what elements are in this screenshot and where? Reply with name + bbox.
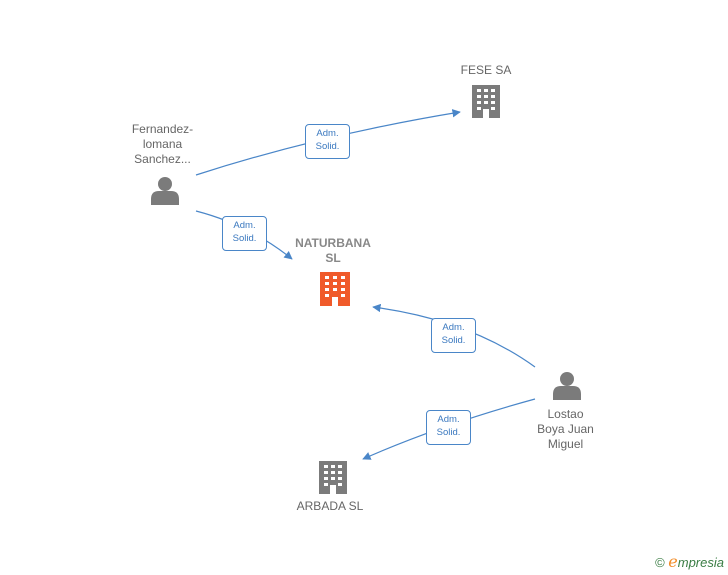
brand-initial: e bbox=[668, 552, 678, 571]
edge-label-line: Solid. bbox=[441, 335, 466, 346]
node-label-fese[interactable]: FESE SA bbox=[436, 63, 536, 78]
building-icon[interactable] bbox=[472, 85, 500, 118]
edge-label-line: Solid. bbox=[315, 141, 340, 152]
edge-label-lostao-naturbana[interactable]: Adm. Solid. bbox=[431, 318, 476, 353]
copyright-brand: © empresia bbox=[655, 552, 724, 571]
node-label-arbada[interactable]: ARBADA SL bbox=[280, 499, 380, 514]
brand-name: mpresia bbox=[677, 555, 724, 570]
person-icon[interactable] bbox=[553, 372, 581, 400]
edge-label-lostao-arbada[interactable]: Adm. Solid. bbox=[426, 410, 471, 445]
node-label-line: Miguel bbox=[547, 437, 584, 451]
node-label-line: SL bbox=[325, 251, 341, 265]
edge-label-line: Adm. bbox=[437, 414, 460, 425]
node-label-naturbana[interactable]: NATURBANA SL bbox=[283, 236, 383, 266]
edge-label-line: Adm. bbox=[233, 220, 256, 231]
edge-label-fernandez-naturbana[interactable]: Adm. Solid. bbox=[222, 216, 267, 251]
node-label-line: NATURBANA bbox=[295, 236, 371, 250]
node-label-lostao[interactable]: Lostao Boya Juan Miguel bbox=[518, 407, 613, 452]
edge-label-line: Solid. bbox=[436, 427, 461, 438]
node-label-line: Sanchez... bbox=[134, 152, 191, 166]
node-label-line: lomana bbox=[142, 137, 183, 151]
node-label-line: Boya Juan bbox=[537, 422, 594, 436]
node-label-fernandez[interactable]: Fernandez- lomana Sanchez... bbox=[110, 122, 215, 167]
copyright-symbol: © bbox=[655, 555, 665, 570]
edge-label-line: Solid. bbox=[232, 233, 257, 244]
person-icon[interactable] bbox=[151, 177, 179, 205]
building-icon[interactable] bbox=[320, 272, 350, 306]
edge-label-line: Adm. bbox=[442, 322, 465, 333]
edge-label-fernandez-fese[interactable]: Adm. Solid. bbox=[305, 124, 350, 159]
node-label-line: FESE SA bbox=[460, 63, 512, 77]
node-label-line: ARBADA SL bbox=[296, 499, 364, 513]
building-icon[interactable] bbox=[319, 461, 347, 494]
node-label-line: Lostao bbox=[547, 407, 584, 421]
node-label-line: Fernandez- bbox=[131, 122, 194, 136]
edge-label-line: Adm. bbox=[316, 128, 339, 139]
